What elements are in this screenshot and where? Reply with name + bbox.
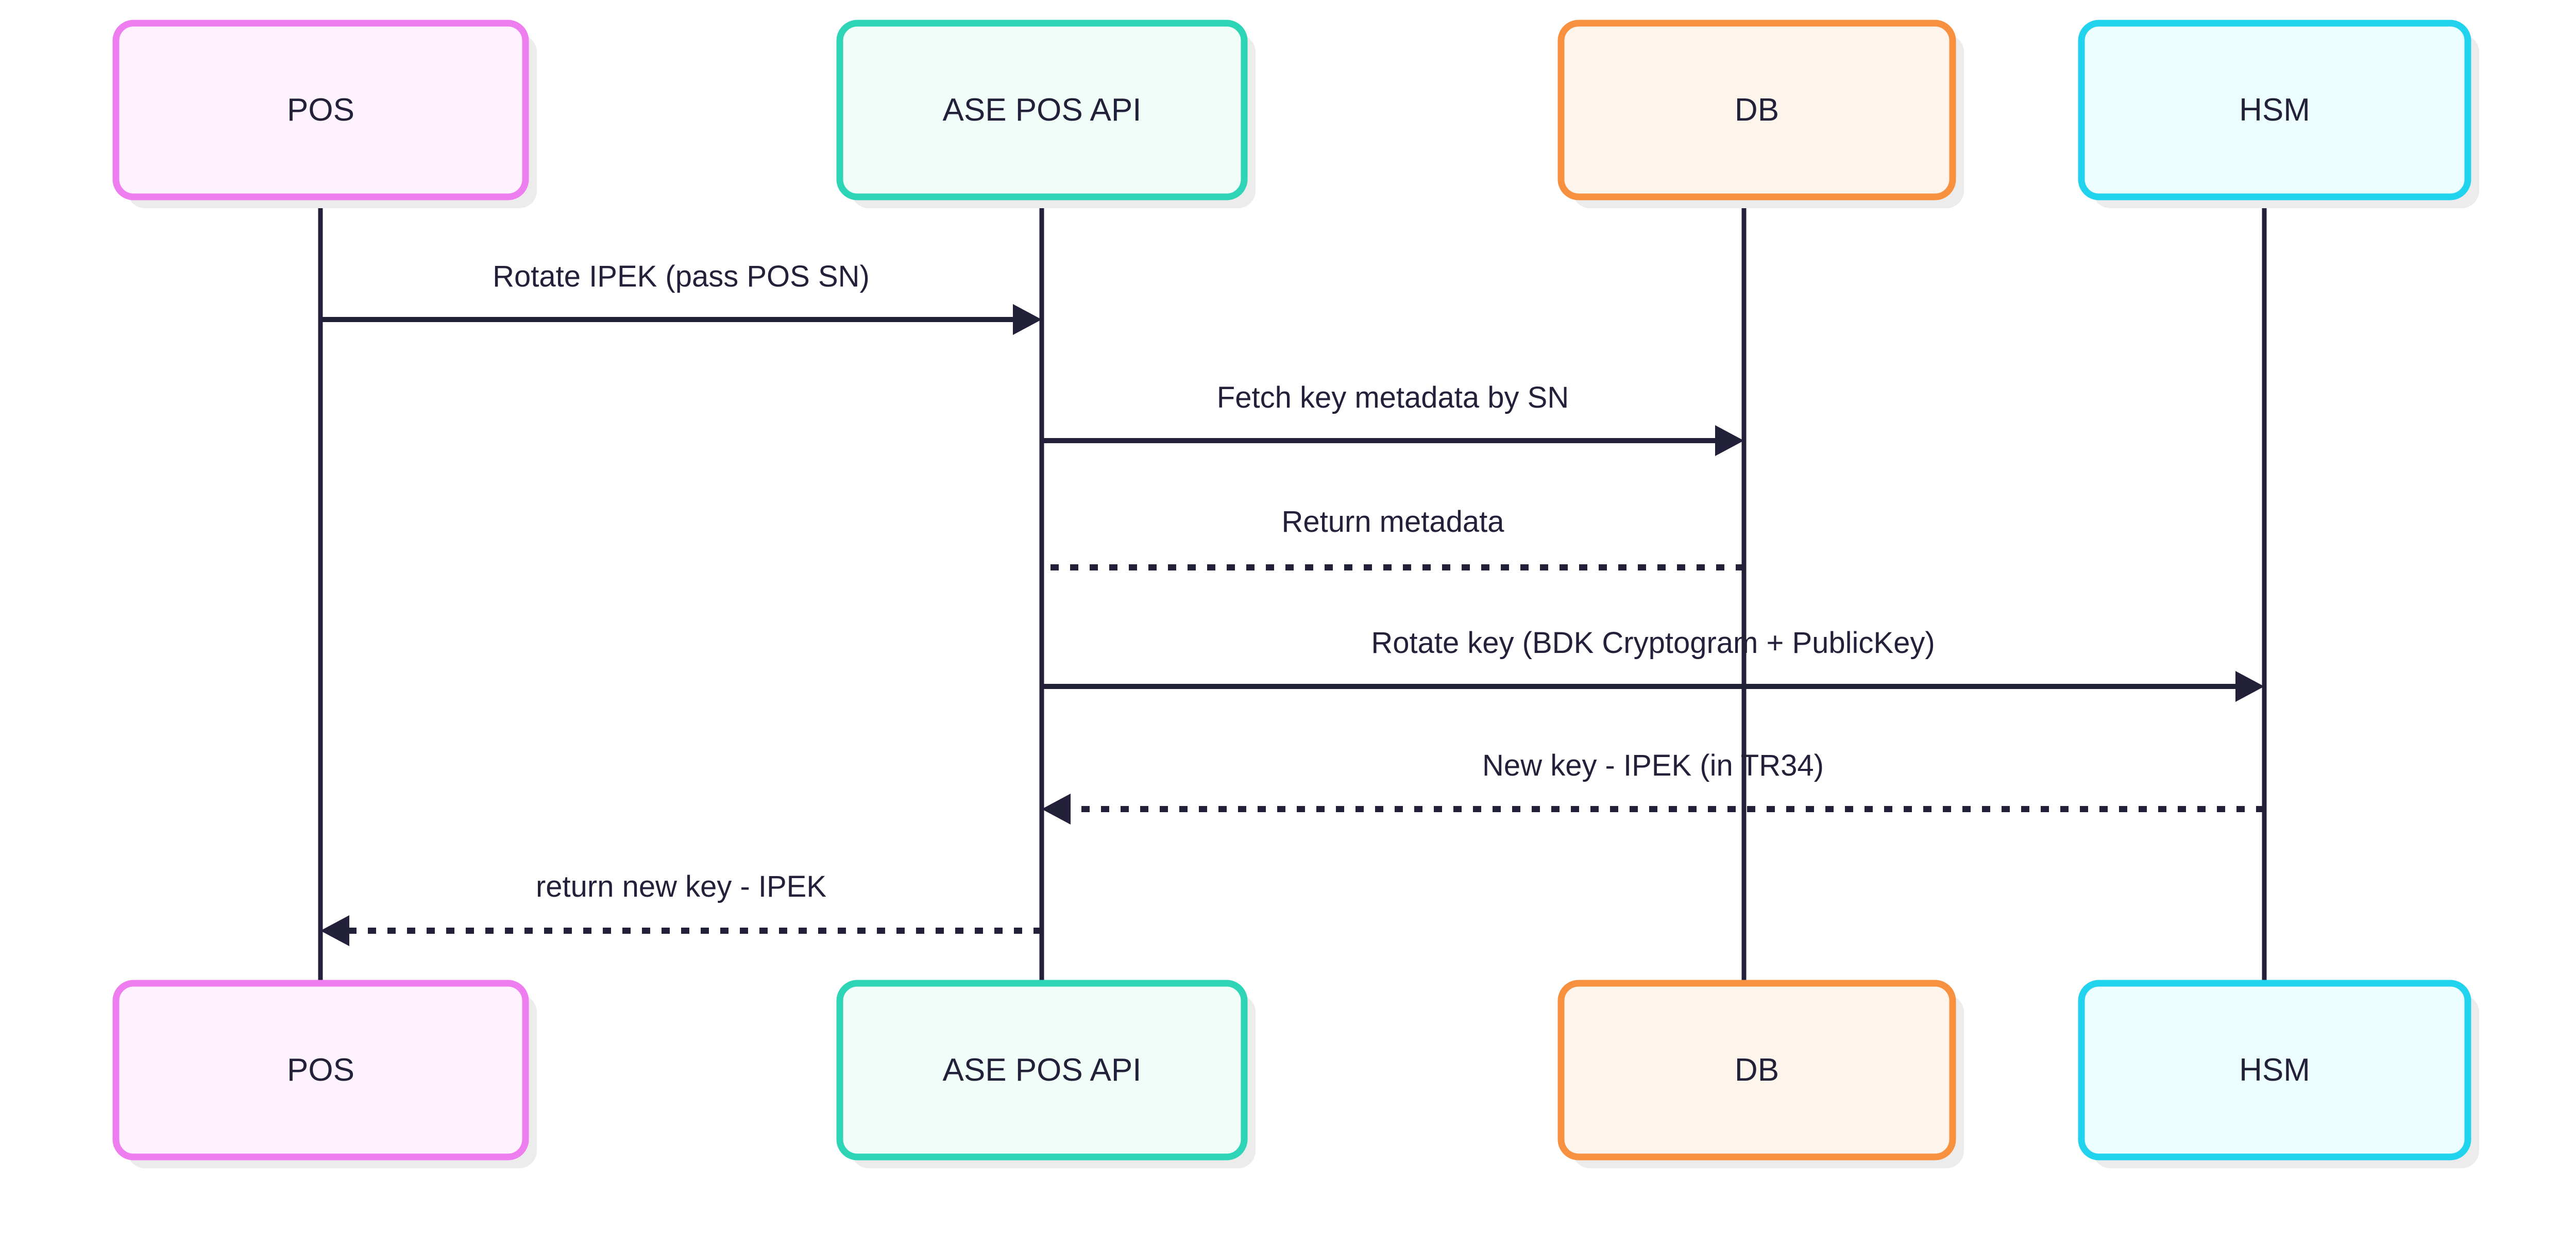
actor-box-pos-bottom[interactable]: POS: [112, 980, 537, 1168]
actor-label-ase_pos_api-bottom: ASE POS API: [943, 1052, 1142, 1088]
actor-label-hsm-top: HSM: [2239, 92, 2310, 128]
message-label-3: Return metadata: [1281, 505, 1504, 539]
actor-box-body-pos-bottom[interactable]: [112, 980, 529, 1161]
actor-label-hsm-bottom: HSM: [2239, 1052, 2310, 1088]
message-label-5: New key - IPEK (in TR34): [1482, 749, 1824, 782]
actor-label-ase_pos_api-top: ASE POS API: [943, 92, 1142, 128]
actor-box-body-ase_pos_api-bottom[interactable]: [836, 980, 1248, 1161]
actor-box-pos-top[interactable]: POS: [112, 20, 537, 208]
message-5[interactable]: New key - IPEK (in TR34): [1042, 749, 2264, 825]
message-arrowhead-2: [1715, 425, 1744, 456]
actor-box-body-hsm-top[interactable]: [2078, 20, 2471, 200]
message-label-1: Rotate IPEK (pass POS SN): [493, 260, 870, 293]
actor-box-body-ase_pos_api-top[interactable]: [836, 20, 1248, 200]
actor-box-ase_pos_api-top[interactable]: ASE POS API: [836, 20, 1256, 208]
message-arrowhead-6: [320, 915, 349, 946]
actor-box-hsm-bottom[interactable]: HSM: [2078, 980, 2479, 1168]
message-label-2: Fetch key metadata by SN: [1217, 381, 1569, 414]
message-label-4: Rotate key (BDK Cryptogram + PublicKey): [1371, 626, 1935, 660]
lifelines-layer: [318, 197, 2267, 983]
actor-label-db-top: DB: [1735, 92, 1779, 128]
message-4[interactable]: Rotate key (BDK Cryptogram + PublicKey): [1042, 626, 2264, 702]
message-1[interactable]: Rotate IPEK (pass POS SN): [320, 260, 1042, 335]
message-arrowhead-1: [1013, 304, 1042, 335]
message-3[interactable]: Return metadata: [1042, 505, 1744, 570]
actor-label-pos-bottom: POS: [287, 1052, 354, 1088]
message-arrowhead-4: [2235, 671, 2264, 702]
actor-boxes-top-layer: POS ASE POS API DB HSM: [112, 20, 2479, 208]
actor-box-body-pos-top[interactable]: [112, 20, 529, 200]
actor-box-db-bottom[interactable]: DB: [1557, 980, 1964, 1168]
actor-label-pos-top: POS: [287, 92, 354, 128]
messages-layer: Rotate IPEK (pass POS SN) Fetch key metad…: [320, 260, 2264, 946]
actor-box-body-db-top[interactable]: [1557, 20, 1956, 200]
actor-box-body-db-bottom[interactable]: [1557, 980, 1956, 1161]
message-2[interactable]: Fetch key metadata by SN: [1042, 381, 1744, 456]
actor-box-ase_pos_api-bottom[interactable]: ASE POS API: [836, 980, 1256, 1168]
message-label-6: return new key - IPEK: [536, 870, 826, 903]
message-6[interactable]: return new key - IPEK: [320, 870, 1042, 946]
actor-box-body-hsm-bottom[interactable]: [2078, 980, 2471, 1161]
actor-box-hsm-top[interactable]: HSM: [2078, 20, 2479, 208]
actor-boxes-bottom-layer: POS ASE POS API DB HSM: [112, 980, 2479, 1168]
message-arrowhead-5: [1042, 794, 1071, 825]
actor-label-db-bottom: DB: [1735, 1052, 1779, 1088]
actor-box-db-top[interactable]: DB: [1557, 20, 1964, 208]
